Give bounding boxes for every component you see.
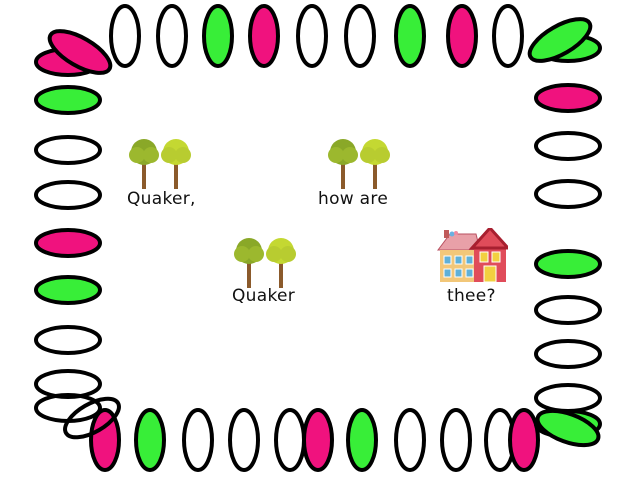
border-loop bbox=[34, 228, 102, 258]
tree-icon bbox=[266, 238, 296, 288]
border-loop bbox=[535, 408, 601, 448]
border-loop bbox=[34, 325, 102, 355]
border-loop bbox=[492, 4, 524, 68]
border-loop bbox=[109, 4, 141, 68]
tree-icon bbox=[328, 139, 358, 189]
border-loop bbox=[89, 408, 121, 472]
border-loop bbox=[534, 131, 602, 161]
word-thee: thee? bbox=[447, 286, 496, 306]
word-how-are: how are bbox=[318, 189, 389, 209]
border-loop bbox=[47, 29, 113, 75]
tree-icon bbox=[234, 238, 264, 288]
border-loop bbox=[34, 180, 102, 210]
house-icon bbox=[437, 228, 508, 283]
border-loop bbox=[534, 249, 602, 279]
border-loop bbox=[344, 4, 376, 68]
border-loop bbox=[346, 408, 378, 472]
border-loop bbox=[248, 4, 280, 68]
border-loop bbox=[534, 83, 602, 113]
border-loop bbox=[228, 408, 260, 472]
border-loop bbox=[34, 135, 102, 165]
border-loop bbox=[134, 408, 166, 472]
tree-icon bbox=[360, 139, 390, 189]
border-loop bbox=[534, 179, 602, 209]
word-quaker-comma: Quaker, bbox=[127, 189, 196, 209]
border-loop bbox=[446, 4, 478, 68]
border-loop bbox=[508, 408, 540, 472]
border-loop bbox=[394, 4, 426, 68]
border-loop bbox=[534, 295, 602, 325]
tree-pair-3 bbox=[234, 238, 296, 288]
border-loop bbox=[63, 396, 121, 440]
tree-pair-1 bbox=[129, 139, 191, 189]
border-loop bbox=[440, 408, 472, 472]
border-loop bbox=[34, 275, 102, 305]
tree-icon bbox=[129, 139, 159, 189]
border-loop bbox=[394, 408, 426, 472]
border-loop bbox=[156, 4, 188, 68]
tree-icon bbox=[161, 139, 191, 189]
border-loop bbox=[34, 85, 102, 115]
border-loop bbox=[202, 4, 234, 68]
border-loop bbox=[274, 408, 306, 472]
border-loop bbox=[182, 408, 214, 472]
border-loop bbox=[534, 339, 602, 369]
border-loop bbox=[302, 408, 334, 472]
border-loop bbox=[527, 17, 593, 63]
tree-pair-2 bbox=[328, 139, 390, 189]
word-quaker: Quaker bbox=[232, 286, 296, 306]
border-loop bbox=[296, 4, 328, 68]
border-loop bbox=[534, 383, 602, 413]
